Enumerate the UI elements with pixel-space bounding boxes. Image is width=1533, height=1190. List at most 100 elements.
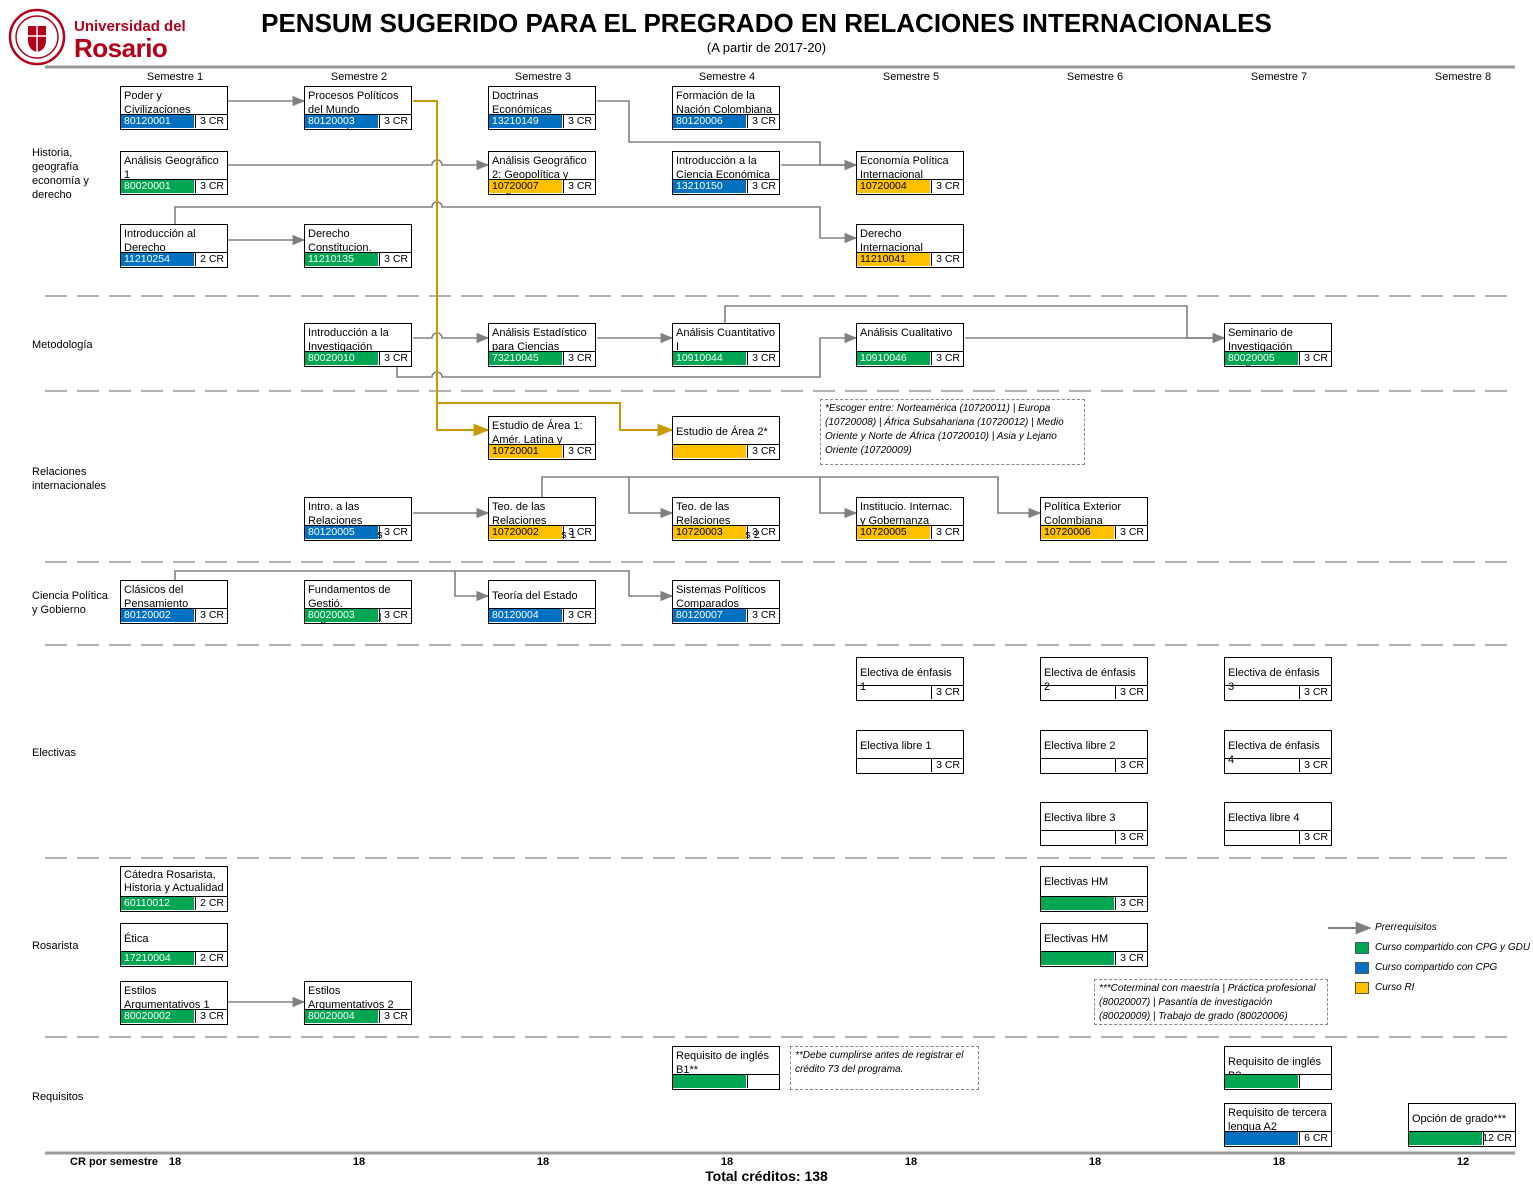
course-credits: 3 CR — [384, 609, 408, 621]
row-label-metodologia: Metodología — [32, 339, 93, 351]
course-code: 80120004 — [489, 609, 562, 622]
legend-orange-swatch — [1355, 982, 1369, 994]
course-code — [1225, 1075, 1298, 1088]
course-box[interactable]: Estudio de Área 1: Amér. Latina y Caribe… — [488, 416, 596, 460]
course-box[interactable]: Derecho Constitucion. Colombiano I112101… — [304, 224, 412, 268]
page-subtitle: (A partir de 2017-20) — [706, 40, 827, 55]
course-name: Electiva libre 1 — [860, 740, 932, 752]
course-name: Electivas HM — [1044, 933, 1109, 945]
course-code: 10720007 — [489, 180, 562, 193]
credits-per-semester-label: CR por semestre — [70, 1156, 159, 1168]
course-credits: 12 CR — [1482, 1132, 1512, 1144]
requirement-box[interactable]: Opción de grado***12 CR — [1408, 1103, 1516, 1147]
course-code — [1225, 1132, 1298, 1145]
semester-header-7: Semestre 7 — [1250, 71, 1308, 83]
course-name: Análisis Geográfico 1 — [124, 155, 219, 181]
course-box[interactable]: Estudio de Área 2*3 CR — [672, 416, 780, 460]
course-box[interactable]: Cátedra Rosarista, Historia y Actualidad… — [120, 866, 228, 912]
row-separators — [45, 295, 1515, 1038]
course-box[interactable]: Seminario de Investigación Pregrad.80020… — [1224, 323, 1332, 367]
course-credits: 3 CR — [1304, 831, 1328, 843]
course-credits: 3 CR — [384, 526, 408, 538]
semester-header-4: Semestre 4 — [698, 71, 756, 83]
course-code: 80020001 — [121, 180, 194, 193]
course-name: Electivas HM — [1044, 876, 1109, 888]
course-credits: 3 CR — [936, 526, 960, 538]
course-box[interactable]: Análisis Geográfico 2: Geopolítica y Seg… — [488, 151, 596, 195]
semester-credits-3: 18 — [536, 1156, 550, 1168]
course-box[interactable]: Fundamentos de Gestió. Organizacional800… — [304, 580, 412, 624]
course-box[interactable]: Análisis Estadístico para Ciencias Socia… — [488, 323, 596, 367]
course-name: Introducción al Derecho — [124, 228, 196, 254]
course-code — [1409, 1132, 1482, 1145]
semester-credits-8: 12 — [1456, 1156, 1470, 1168]
row-label-requisitos: Requisitos — [32, 1091, 84, 1103]
course-code: 10720005 — [857, 526, 930, 539]
course-box[interactable]: Clásicos del Pensamiento Político8012000… — [120, 580, 228, 624]
course-credits: 3 CR — [384, 352, 408, 364]
course-name: Teoría del Estado — [492, 590, 578, 602]
course-box[interactable]: Análisis Cualitativo 10910046 3 CR — [856, 323, 964, 367]
requirement-box[interactable]: Requisito de inglés B2 — [1224, 1046, 1332, 1090]
course-credits: 3 CR — [200, 1010, 224, 1022]
course-credits: 3 CR — [200, 180, 224, 192]
course-box[interactable]: Teo. de las Relaciones Internacionales 2… — [672, 497, 780, 541]
course-code: 80020010 — [305, 352, 378, 365]
page-title: PENSUM SUGERIDO PARA EL PREGRADO EN RELA… — [261, 8, 1272, 38]
semester-header-8: Semestre 8 — [1434, 71, 1492, 83]
requirement-box[interactable]: Requisito de inglés B1** — [672, 1046, 780, 1090]
degree-option-note: ***Coterminal con maestría | Práctica pr… — [1094, 979, 1328, 1025]
course-credits: 3 CR — [936, 352, 960, 364]
course-credits: 3 CR — [936, 686, 960, 698]
course-box[interactable]: Derecho Internacional Público112100413 C… — [856, 224, 964, 268]
logo-line-2: Rosario — [74, 33, 168, 63]
course-name: Análisis Geográfico 2: Geopolítica y Seg… — [492, 155, 587, 195]
course-box[interactable]: Institucio. Internac. y Gobernanza Globa… — [856, 497, 964, 541]
course-name: Introducción a la Ciencia Económica — [676, 155, 771, 181]
course-credits: 3 CR — [200, 609, 224, 621]
legend-green-swatch — [1355, 942, 1369, 954]
course-name: Estilos Argumentativos 1 — [124, 985, 210, 1011]
course-code — [673, 1075, 746, 1088]
course-code: 80020003 — [305, 609, 378, 622]
course-box[interactable]: Procesos Políticos del Mundo Contemporán… — [304, 86, 412, 130]
course-name: Análisis Cualitativo — [860, 327, 953, 339]
course-box[interactable]: Intro. a las Relaciones Internacionales8… — [304, 497, 412, 541]
course-code: 80020004 — [305, 1010, 378, 1023]
course-code: 73210045 — [489, 352, 562, 365]
course-credits: 3 CR — [752, 352, 776, 364]
course-name: Cátedra Rosarista, Historia y Actualidad — [124, 869, 224, 894]
course-name: Electiva de énfasis 3 — [1228, 667, 1320, 693]
course-credits: 3 CR — [1304, 686, 1328, 698]
course-box[interactable]: Teo. de las Relaciones Internacionales 1… — [488, 497, 596, 541]
course-code: 10720003 — [673, 526, 746, 539]
semester-credits-6: 18 — [1088, 1156, 1102, 1168]
course-code: 10910046 — [857, 352, 930, 365]
